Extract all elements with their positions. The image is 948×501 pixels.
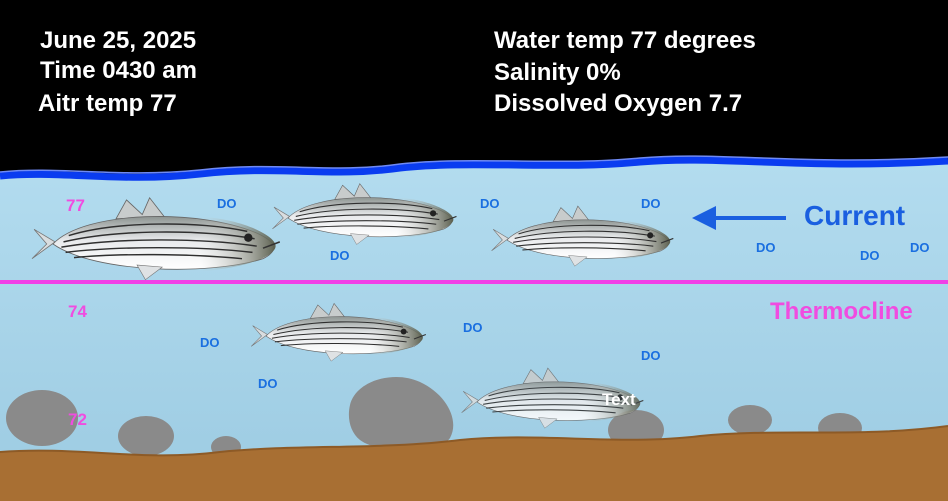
air-temp-text: Aitr temp 77 <box>38 90 177 117</box>
current-arrow-icon <box>692 206 786 230</box>
do-marker: DO <box>860 248 880 263</box>
dissolved-oxygen-text: Dissolved Oxygen 7.7 <box>494 90 743 117</box>
water-temp-text: Water temp 77 degrees <box>494 27 756 54</box>
do-marker: DO <box>641 348 661 363</box>
do-marker: DO <box>480 196 500 211</box>
do-marker: DO <box>756 240 776 255</box>
salinity-text: Salinity 0% <box>494 59 621 86</box>
river-bottom <box>0 426 948 501</box>
do-marker: DO <box>200 335 220 350</box>
do-marker: DO <box>910 240 930 255</box>
date-text: June 25, 2025 <box>40 27 197 54</box>
do-marker: DO <box>330 248 350 263</box>
temp-label-surface: 77 <box>66 196 85 215</box>
current-label: Current <box>804 200 906 231</box>
thermocline-label: Thermocline <box>770 298 913 325</box>
do-marker: DO <box>641 196 661 211</box>
fish-text-label: Text <box>602 390 636 409</box>
water-surface-line <box>0 156 948 181</box>
thermocline-line <box>0 280 948 284</box>
temp-label-bottom: 72 <box>68 410 87 429</box>
temp-label-middle: 74 <box>68 302 87 321</box>
do-marker: DO <box>258 376 278 391</box>
do-marker: DO <box>217 196 237 211</box>
do-marker: DO <box>463 320 483 335</box>
time-text: Time 0430 am <box>40 57 197 84</box>
